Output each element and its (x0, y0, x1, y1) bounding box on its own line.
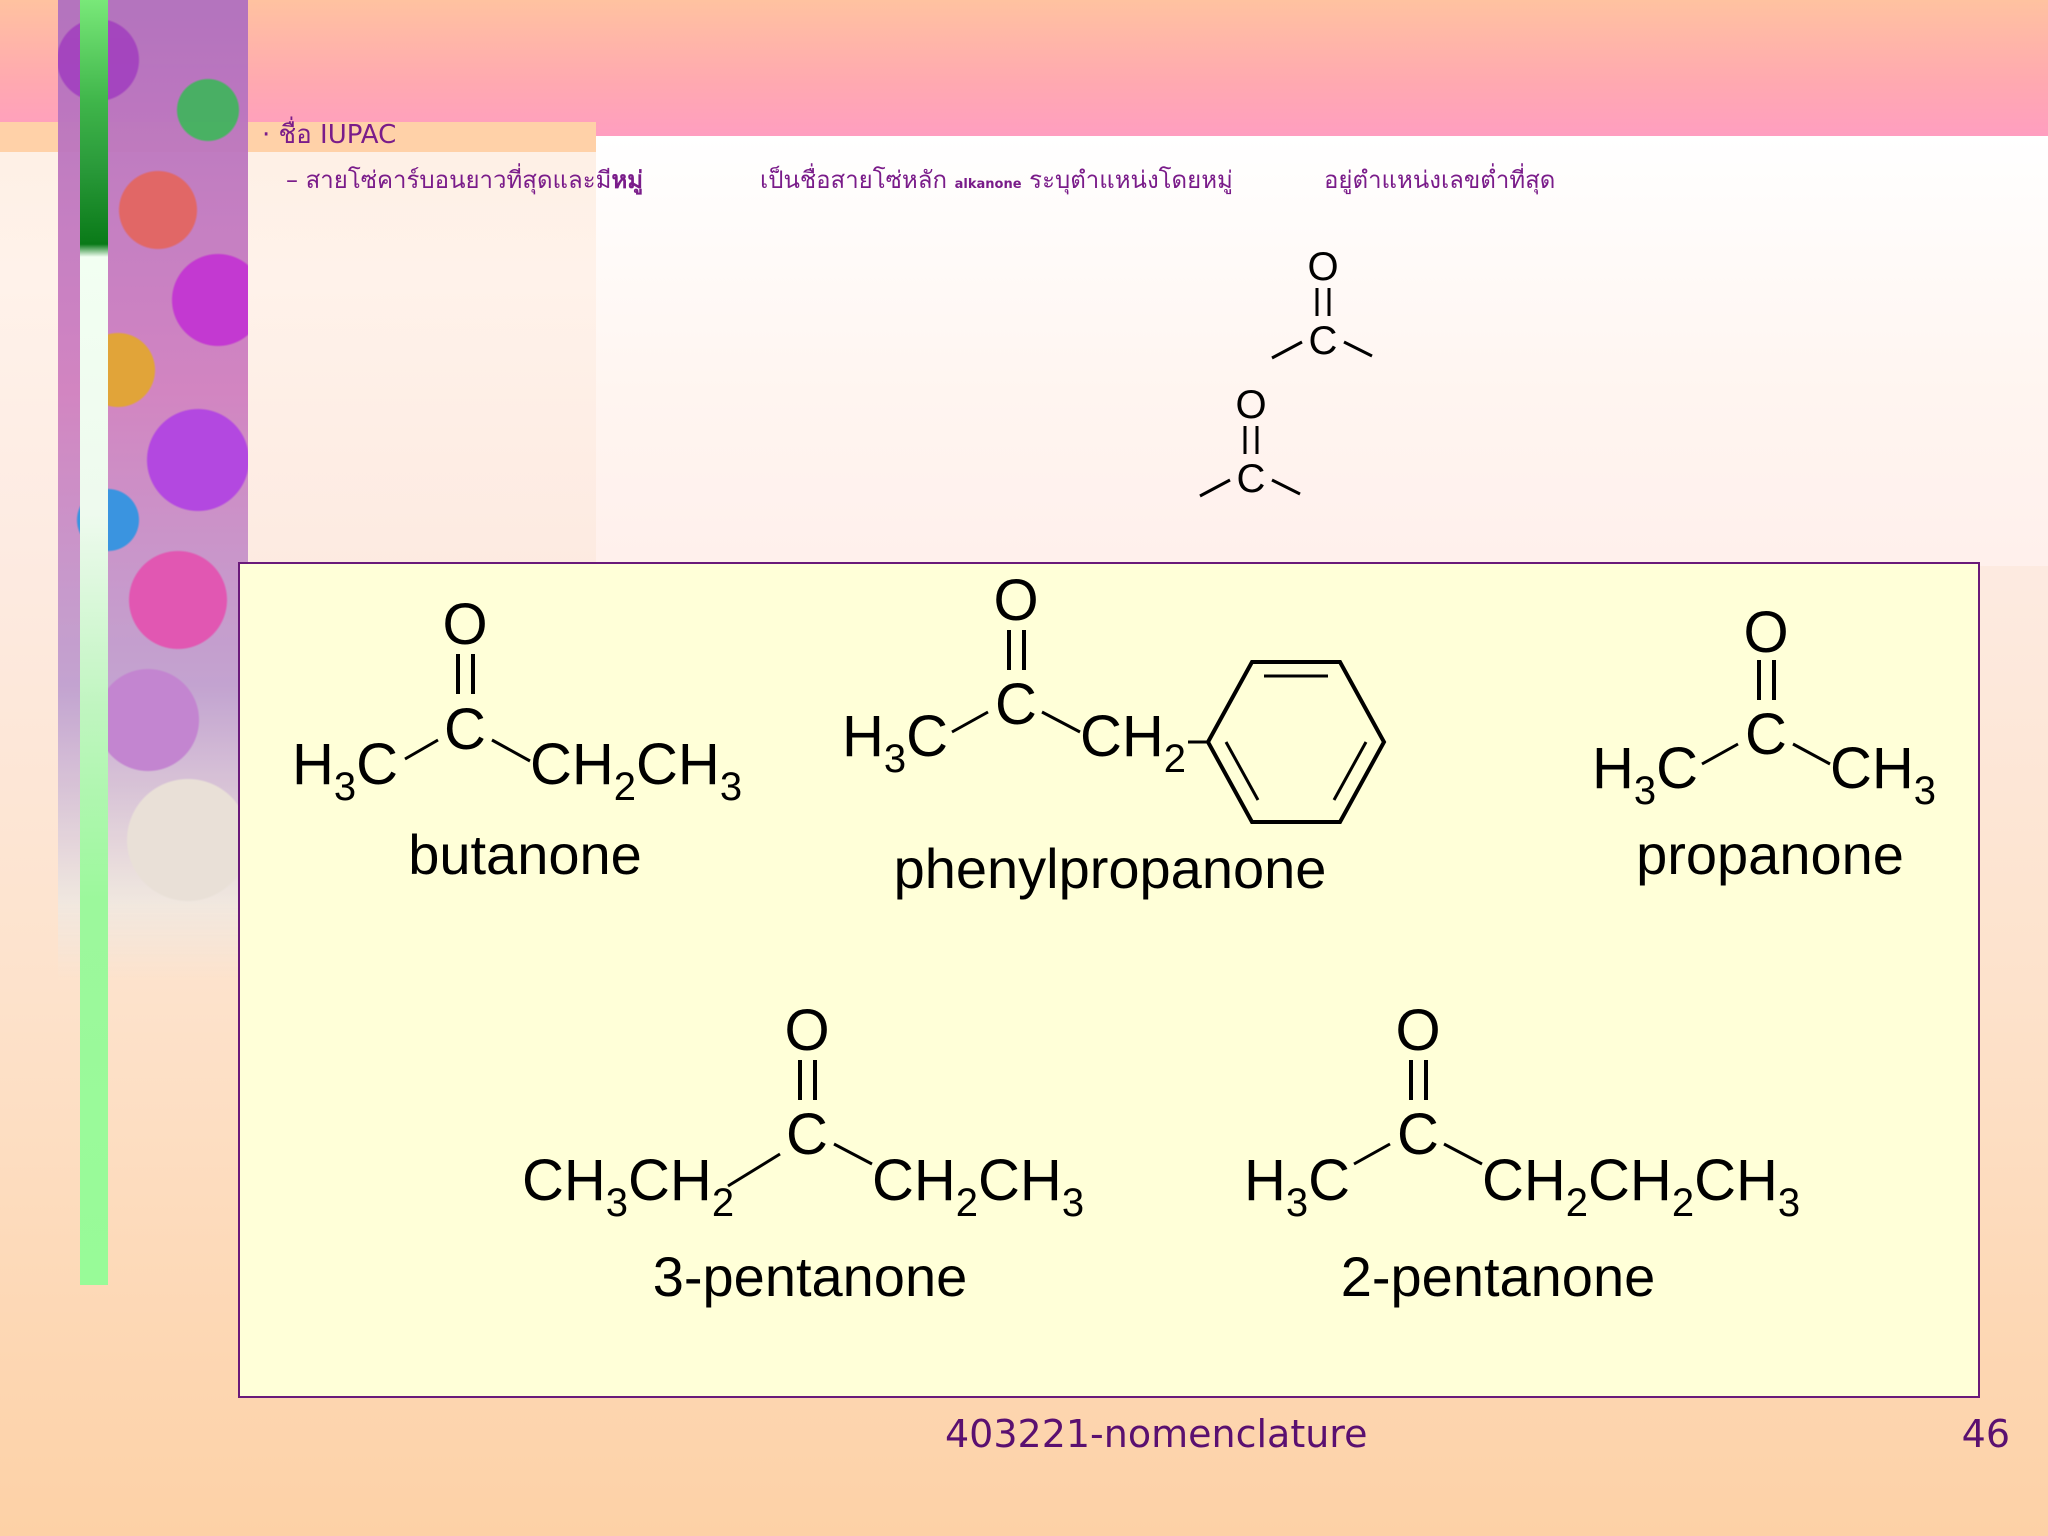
propanone-structure: O C H3C CH3 propanone (1592, 600, 1936, 886)
bullet-iupac-name: · ชื่อ IUPAC (262, 120, 397, 150)
ethyl-group: CH2CH3 (530, 732, 742, 809)
methyl-group: H3C (842, 704, 948, 781)
oxygen-atom: O (784, 998, 829, 1063)
oxygen-atom: O (1743, 600, 1788, 665)
carbon-atom: C (1397, 1102, 1439, 1167)
bond (727, 1152, 781, 1188)
carbon-atom: C (444, 697, 486, 762)
ketone-structures: O C H3C CH2CH3 butanone O C H3C CH2 phe (292, 568, 1936, 1308)
methyl-group: H3C (292, 732, 398, 809)
rule-text-3: ระบุตำแหน่งโดยหมู่ (1029, 166, 1233, 194)
rule-text-1: – สายโซ่คาร์บอนยาวที่สุดและมีหมู่ (286, 160, 643, 199)
molecule-name: butanone (408, 823, 642, 886)
molecule-name: 2-pentanone (1341, 1245, 1656, 1308)
propyl-group: CH2CH2CH3 (1482, 1148, 1800, 1225)
bond (1701, 742, 1739, 766)
carbon-atom: C (1309, 319, 1338, 363)
2-pentanone-structure: O C H3C CH2CH2CH3 2-pentanone (1244, 998, 1800, 1308)
carbon-atom: C (1237, 457, 1266, 501)
ring-double-bond (1332, 741, 1368, 801)
methyl-group: H3C (1244, 1148, 1350, 1225)
bond (1443, 1142, 1483, 1166)
carbon-atom: C (1745, 702, 1787, 767)
oxygen-atom: O (1307, 245, 1338, 289)
footer-course-label: 403221-nomenclature (945, 1412, 1368, 1456)
rule-text-1a: – สายโซ่คาร์บอนยาวที่สุดและมี (286, 166, 612, 194)
rule-text-2a: เป็นชื่อสายโซ่หลัก (760, 166, 947, 194)
methyl-group: CH3 (1830, 736, 1936, 813)
rule-text-4: อยู่ตำแหน่งเลขต่ำที่สุด (1324, 166, 1556, 194)
molecule-name: 3-pentanone (653, 1245, 968, 1308)
benzene-ring (1205, 660, 1387, 824)
title-band (0, 0, 2048, 136)
ethyl-group: CH2CH3 (872, 1148, 1084, 1225)
bond (1792, 742, 1831, 766)
carbonyl-group-diagram-2: O C (1199, 383, 1301, 501)
bond (1271, 340, 1303, 360)
content-panel (596, 136, 2048, 566)
3-pentanone-structure: O C CH3CH2 CH2CH3 3-pentanone (522, 998, 1084, 1308)
phenylpropanone-structure: O C H3C CH2 phenylpropanone (842, 568, 1387, 900)
carbonyl-group-diagram-1: O C (1271, 245, 1373, 363)
oxygen-atom: O (1395, 998, 1440, 1063)
oxygen-atom: O (1235, 383, 1266, 427)
molecule-name: phenylpropanone (894, 837, 1327, 900)
carbon-atom: C (786, 1102, 828, 1167)
bond (833, 1142, 873, 1166)
ring-double-bond (1224, 741, 1260, 801)
butanone-structure: O C H3C CH2CH3 butanone (292, 592, 742, 886)
rule-text-1b: หมู่ (611, 166, 644, 194)
oxygen-atom: O (993, 568, 1038, 633)
molecule-name: propanone (1636, 823, 1904, 886)
bond (1271, 478, 1301, 496)
bond (951, 710, 989, 734)
oxygen-atom: O (442, 592, 487, 657)
green-stripe (80, 0, 108, 1285)
rule-text-2: เป็นชื่อสายโซ่หลัก alkanone ระบุตำแหน่งโ… (760, 160, 1233, 199)
rule-text-alkanone: alkanone (954, 177, 1022, 192)
carbon-atom: C (995, 672, 1037, 737)
bond (404, 738, 439, 761)
bond (491, 738, 531, 763)
bond (1353, 1142, 1391, 1166)
bond (1041, 710, 1081, 734)
methylene-group: CH2 (1080, 704, 1186, 781)
bond (1199, 478, 1231, 498)
examples-box: O C H3C CH2CH3 butanone O C H3C CH2 phe (238, 562, 1980, 1398)
bond (1343, 340, 1373, 358)
ethyl-group: CH3CH2 (522, 1148, 734, 1225)
page-number: 46 (1961, 1412, 2010, 1456)
methyl-group: H3C (1592, 736, 1698, 813)
